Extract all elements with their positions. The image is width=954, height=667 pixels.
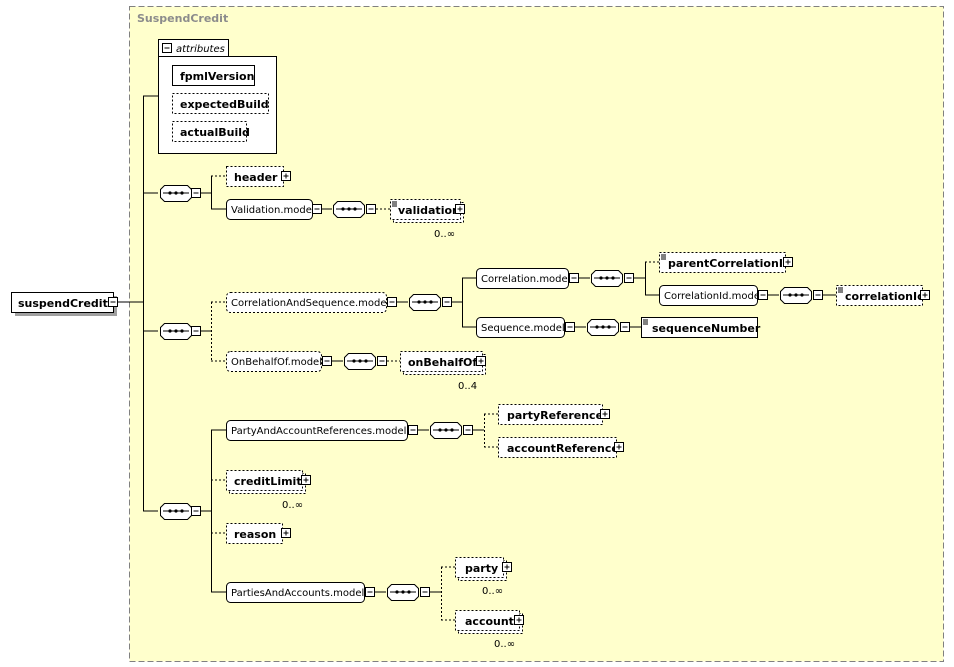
group-onBehalfOf-model[interactable] — [226, 351, 322, 372]
group-parties-and-accounts-model[interactable] — [226, 582, 365, 603]
sequence-compositor-correlationId[interactable] — [780, 287, 812, 304]
sequence-compositor-references[interactable] — [430, 422, 462, 439]
container-title: SuspendCredit — [137, 12, 228, 25]
account-occurrence: 0..∞ — [494, 639, 515, 650]
group-party-and-account-references-model[interactable] — [226, 420, 408, 441]
onBehalfOf-occurrence: 0..4 — [458, 381, 477, 392]
sequence-compositor-parties[interactable] — [387, 584, 419, 601]
attribute-expectedBuild-label: expectedBuild — [180, 98, 269, 111]
sequence-compositor-correlation[interactable] — [409, 294, 441, 311]
element-party-label: party — [465, 562, 498, 575]
sequence-compositor-sequence[interactable] — [587, 319, 619, 336]
group-validation-model-label: Validation.model — [231, 205, 315, 216]
sequence-compositor-2[interactable] — [160, 323, 192, 340]
group-onBehalfOf-model-label: OnBehalfOf.model — [231, 357, 322, 368]
attributes-tab — [158, 39, 229, 57]
attribute-fpmlVersion[interactable] — [172, 65, 255, 86]
attribute-actualBuild[interactable] — [172, 121, 247, 142]
group-correlation-and-sequence-model[interactable] — [226, 292, 387, 313]
element-accountReference-label: accountReference — [507, 442, 619, 455]
creditLimit-occurrence: 0..∞ — [282, 500, 303, 511]
group-correlation-and-sequence-model-label: CorrelationAndSequence.model — [231, 298, 389, 309]
attribute-expectedBuild[interactable] — [172, 93, 269, 114]
group-correlation-model[interactable] — [476, 268, 569, 289]
element-sequenceNumber[interactable] — [641, 317, 758, 338]
group-correlationId-model[interactable] — [659, 285, 758, 306]
attributes-header: attributes — [176, 44, 225, 55]
group-correlationId-model-label: CorrelationId.model — [664, 291, 763, 302]
choice-compositor-correlation[interactable] — [591, 270, 623, 287]
sequence-compositor-3[interactable] — [160, 503, 192, 520]
element-sequenceNumber-label: sequenceNumber — [652, 322, 761, 335]
party-occurrence: 0..∞ — [482, 586, 503, 597]
element-validation-label: validation — [398, 204, 460, 217]
element-header-label: header — [234, 171, 278, 184]
group-party-and-account-references-model-label: PartyAndAccountReferences.model — [231, 426, 406, 437]
sequence-compositor-1[interactable] — [160, 185, 192, 202]
element-onBehalfOf-label: onBehalfOf — [408, 356, 477, 369]
validation-occurrence: 0..∞ — [434, 229, 455, 240]
attribute-fpmlVersion-label: fpmlVersion — [180, 70, 254, 83]
element-partyReference-label: partyReference — [507, 409, 603, 422]
attribute-actualBuild-label: actualBuild — [180, 126, 250, 139]
sequence-compositor-validation[interactable] — [333, 201, 365, 218]
element-reason-label: reason — [234, 528, 276, 541]
element-correlationId-label: correlationId — [845, 290, 925, 303]
element-header[interactable] — [226, 166, 284, 187]
group-correlation-model-label: Correlation.model — [481, 274, 570, 285]
element-parentCorrelationId-label: parentCorrelationId — [668, 257, 791, 270]
group-parties-and-accounts-model-label: PartiesAndAccounts.model — [231, 588, 364, 599]
root-element-label: suspendCredit — [18, 297, 108, 310]
element-account-label: account — [465, 615, 514, 628]
element-creditLimit-label: creditLimit — [234, 475, 302, 488]
sequence-compositor-onBehalfOf[interactable] — [344, 353, 376, 370]
group-sequence-model-label: Sequence.model — [481, 323, 565, 334]
group-sequence-model[interactable] — [476, 317, 565, 338]
